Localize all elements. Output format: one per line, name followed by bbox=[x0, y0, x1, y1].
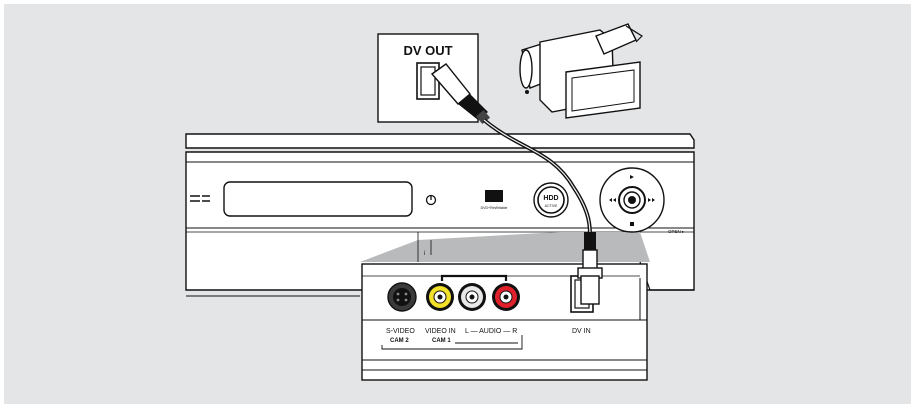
s-video-label: S-VIDEO bbox=[386, 328, 415, 335]
rw-logo: RW DVD+ReWritable bbox=[481, 190, 508, 210]
cam1-label: CAM 1 bbox=[432, 338, 451, 344]
rw-subtext: DVD+ReWritable bbox=[481, 206, 508, 210]
hdd-button[interactable]: HDD ACTIVE bbox=[533, 182, 569, 218]
rewind-icon[interactable] bbox=[609, 198, 616, 202]
power-icon[interactable] bbox=[425, 194, 437, 206]
dv-out-callout: DV OUT bbox=[377, 33, 479, 123]
camcorder-icon bbox=[519, 23, 643, 119]
open-label: OPEN ▸ bbox=[668, 229, 685, 234]
video-in-label: VIDEO IN bbox=[425, 328, 456, 335]
s-video-jack[interactable] bbox=[387, 282, 417, 312]
audio-label: L — AUDIO — R bbox=[465, 328, 517, 335]
info-mark: i bbox=[424, 251, 425, 257]
video-in-jack[interactable] bbox=[426, 283, 454, 311]
fast-forward-icon[interactable] bbox=[648, 198, 655, 202]
play-icon[interactable] bbox=[630, 175, 634, 179]
cam2-label: CAM 2 bbox=[390, 338, 409, 344]
hdd-subtext: ACTIVE bbox=[545, 204, 558, 208]
dv-in-label: DV IN bbox=[572, 328, 591, 335]
front-connector-panel: S-VIDEO CAM 2 VIDEO IN CAM 1 L — AUDIO —… bbox=[361, 263, 648, 381]
dv-out-socket[interactable] bbox=[416, 62, 440, 100]
dv-out-label: DV OUT bbox=[403, 43, 452, 58]
navigation-dial[interactable] bbox=[599, 167, 665, 233]
brand-logo-fragment bbox=[190, 195, 210, 202]
dv-cable bbox=[430, 63, 603, 305]
audio-right-jack[interactable] bbox=[492, 283, 520, 311]
dvd-recorder: RW DVD+ReWritable HDD ACTIVE bbox=[185, 133, 695, 297]
stop-icon[interactable] bbox=[630, 222, 634, 226]
audio-left-jack[interactable] bbox=[458, 283, 486, 311]
hdd-button-label: HDD bbox=[543, 195, 558, 202]
disc-tray[interactable] bbox=[223, 181, 413, 217]
rw-badge-text: RW bbox=[487, 192, 502, 202]
